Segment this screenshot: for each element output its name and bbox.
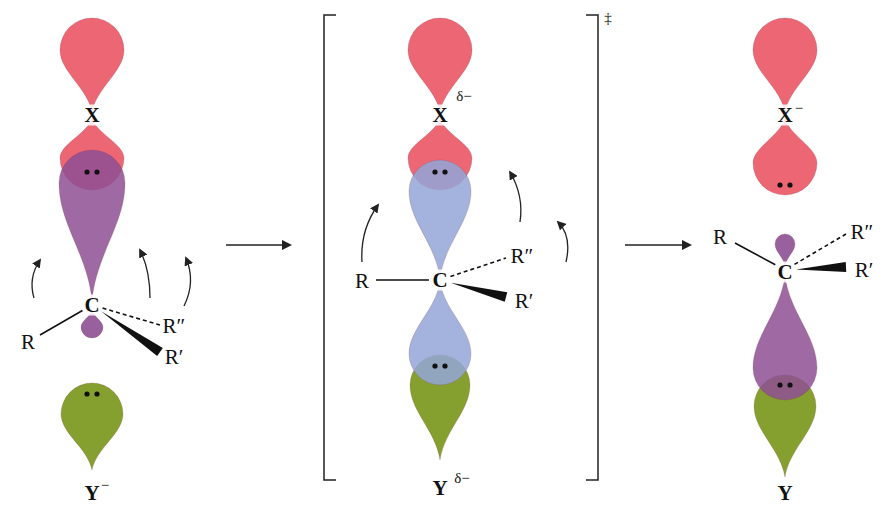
substituent-label: R″ (851, 222, 874, 243)
electron-dot (94, 169, 99, 174)
substituent-label: R (713, 227, 727, 248)
atom-label: X (83, 105, 100, 126)
motion-arrow (140, 250, 150, 298)
partial-charge: δ− (454, 471, 470, 486)
electron-dot (777, 382, 782, 387)
hashed-bond (794, 234, 846, 264)
orbital-lobe (753, 118, 817, 195)
substituent-label: R (21, 332, 35, 353)
orbital-lobe (60, 18, 124, 112)
substituent-label: R″ (511, 246, 534, 267)
motion-arrow (510, 172, 521, 222)
substituent-label: R′ (515, 291, 534, 312)
electron-dot (787, 182, 792, 187)
electron-dot (442, 363, 447, 368)
charge-label: − (795, 101, 803, 116)
orbital-lobe (753, 18, 817, 112)
reaction-arrow (226, 244, 290, 246)
charge-label: − (101, 478, 109, 493)
electron-dot (94, 391, 99, 396)
motion-arrow (32, 260, 40, 298)
motion-arrow (184, 258, 191, 306)
reaction-arrow (625, 244, 690, 246)
transition-state-mark: ‡ (604, 11, 612, 26)
atom-label: X (776, 105, 793, 126)
atom-label: Y (777, 483, 792, 504)
atom-label: C (431, 270, 448, 291)
atom-label: Y (432, 478, 447, 499)
orbital-lobe (59, 150, 125, 300)
hashed-bond (450, 258, 506, 277)
hashed-bond (103, 308, 160, 325)
atom-label: X (431, 105, 448, 126)
bond-line (376, 279, 429, 281)
wedge-bond (796, 262, 846, 272)
partial-charge: δ− (456, 89, 472, 104)
electron-dot (777, 182, 782, 187)
substituent-label: R (355, 271, 369, 292)
orbital-lobe (61, 383, 123, 470)
atom-label: Y (84, 483, 99, 504)
orbital-lobe (409, 160, 471, 278)
substituent-label: R′ (165, 347, 184, 368)
substituent-label: R′ (855, 260, 874, 281)
wedge-bond (101, 311, 163, 356)
atom-label: C (83, 295, 100, 316)
bracket (586, 15, 598, 480)
motion-arrow (558, 222, 568, 262)
electron-dot (787, 382, 792, 387)
electron-dot (84, 169, 89, 174)
bond-line (735, 243, 775, 265)
electron-dot (442, 169, 447, 174)
atom-label: C (776, 262, 793, 283)
electron-dot (432, 169, 437, 174)
electron-dot (84, 391, 89, 396)
wedge-bond (451, 283, 508, 302)
motion-arrow (362, 205, 378, 262)
orbital-lobe (408, 18, 472, 112)
substituent-label: R″ (163, 316, 186, 337)
bracket (324, 15, 336, 480)
orbital-lobe (753, 276, 817, 400)
electron-dot (432, 363, 437, 368)
orbital-lobe (409, 282, 471, 385)
bond-line (40, 310, 82, 335)
